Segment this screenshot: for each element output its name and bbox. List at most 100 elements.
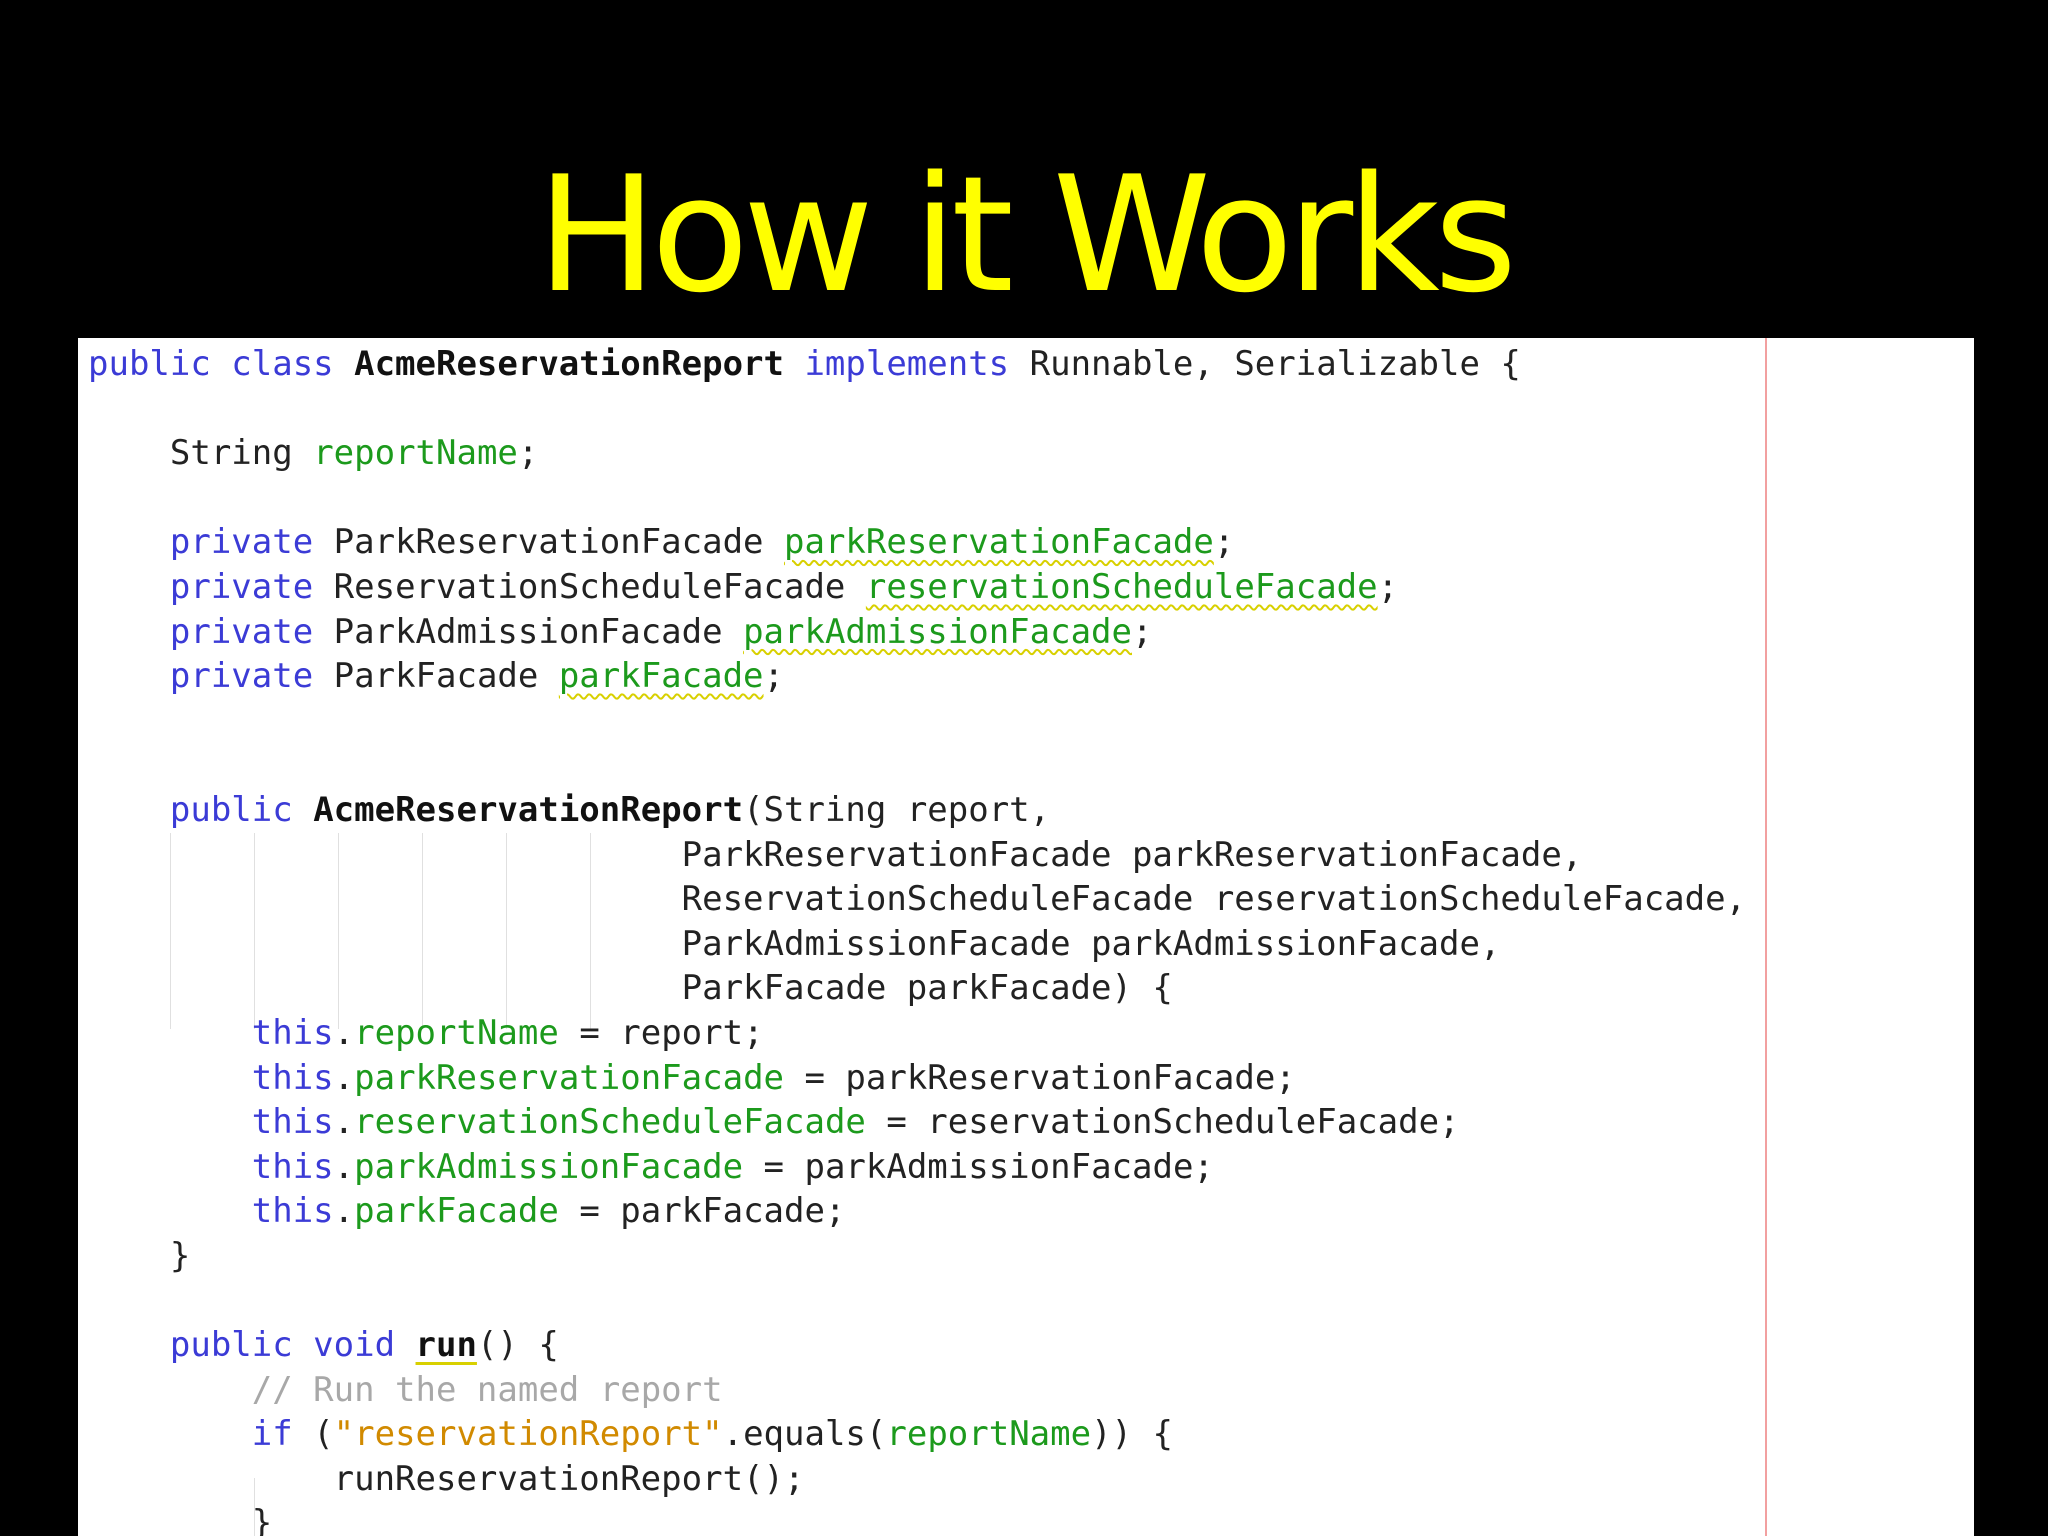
code-text: (String report,: [743, 789, 1051, 830]
code-text: ParkReservationFacade parkReservationFac…: [681, 834, 1583, 875]
indent-guide: [170, 833, 171, 1029]
code-line: private ParkFacade parkFacade;: [88, 654, 1968, 699]
code-text: () {: [476, 1325, 559, 1366]
keyword: this: [251, 1012, 334, 1053]
class-name: AcmeReservationReport: [354, 344, 784, 384]
code-text: ;: [1132, 611, 1153, 652]
keyword: if: [251, 1414, 293, 1455]
code-text: = parkFacade;: [558, 1191, 846, 1232]
field-name: reservationScheduleFacade: [354, 1102, 866, 1143]
field-name: reportName: [313, 433, 518, 474]
code-line: this.parkReservationFacade = parkReserva…: [88, 1056, 1968, 1101]
keyword: public void: [169, 1325, 416, 1366]
keyword: this: [251, 1057, 334, 1098]
code-text: .equals(: [722, 1414, 887, 1455]
field-name-warning: parkAdmissionFacade: [743, 611, 1132, 652]
code-line: this.parkFacade = parkFacade;: [88, 1189, 1968, 1234]
code-text: ;: [1377, 566, 1399, 607]
code-text: ReservationScheduleFacade: [313, 566, 866, 607]
code-comment: // Run the named report: [251, 1369, 723, 1410]
code-text: .: [333, 1012, 355, 1053]
field-name: reportName: [354, 1012, 559, 1053]
code-text: Runnable, Serializable {: [1009, 344, 1521, 384]
code-line: private ReservationScheduleFacade reserv…: [88, 565, 1968, 610]
code-line: this.reservationScheduleFacade = reserva…: [88, 1100, 1968, 1145]
code-text: ReservationScheduleFacade reservationSch…: [681, 879, 1747, 920]
code-text: = parkAdmissionFacade;: [743, 1146, 1214, 1187]
code-text: = reservationScheduleFacade;: [865, 1102, 1460, 1143]
code-line: // Run the named report: [88, 1368, 1968, 1413]
code-text: .: [333, 1191, 355, 1232]
code-line: }: [88, 1234, 1968, 1279]
code-line: public AcmeReservationReport(String repo…: [88, 788, 1968, 833]
keyword: private: [169, 611, 314, 652]
indent-guide: [338, 833, 339, 1029]
keyword: private: [169, 656, 314, 697]
slide-title: How it Works: [536, 141, 1517, 328]
code-line: ParkAdmissionFacade parkAdmissionFacade,: [88, 922, 1968, 967]
code-text: runReservationReport();: [333, 1458, 805, 1499]
code-editor[interactable]: public class AcmeReservationReport imple…: [78, 338, 1974, 1536]
code-text: ParkReservationFacade: [313, 522, 784, 563]
code-text: .: [333, 1057, 355, 1098]
code-line-blank: [88, 699, 1968, 744]
string-literal: "reservationReport": [333, 1414, 723, 1455]
print-margin-line: [1765, 338, 1767, 1536]
code-block: public class AcmeReservationReport imple…: [88, 342, 1968, 1536]
code-line: if ("reservationReport".equals(reportNam…: [88, 1412, 1968, 1457]
code-line: public class AcmeReservationReport imple…: [88, 342, 1968, 387]
indent-guide: [422, 833, 423, 1029]
code-text: }: [169, 1235, 191, 1276]
keyword: this: [251, 1146, 334, 1187]
code-line-blank: [88, 1278, 1968, 1323]
code-text: ;: [763, 656, 785, 697]
indent-guide: [254, 1478, 255, 1536]
code-line: }: [88, 1501, 1968, 1536]
code-line: this.parkAdmissionFacade = parkAdmission…: [88, 1145, 1968, 1190]
code-text: ParkFacade: [313, 656, 559, 697]
field-name-warning: parkFacade: [558, 656, 764, 697]
code-text: = parkReservationFacade;: [784, 1057, 1296, 1098]
field-name-warning: parkReservationFacade: [784, 522, 1214, 563]
code-line: ParkFacade parkFacade) {: [88, 966, 1968, 1011]
keyword: private: [169, 522, 314, 563]
code-text: ParkAdmissionFacade parkAdmissionFacade,: [681, 923, 1501, 964]
code-line: public void run() {: [88, 1323, 1968, 1368]
keyword: implements: [783, 344, 1010, 384]
indent-guide: [590, 833, 591, 1029]
code-text: = report;: [558, 1012, 764, 1053]
code-line: private ParkReservationFacade parkReserv…: [88, 520, 1968, 565]
indent-guide: [506, 833, 507, 1029]
code-line-blank: [88, 743, 1968, 788]
code-text: ParkFacade parkFacade) {: [681, 968, 1173, 1009]
code-line: ParkReservationFacade parkReservationFac…: [88, 833, 1968, 878]
code-text: (: [292, 1414, 334, 1455]
code-line: this.reportName = report;: [88, 1011, 1968, 1056]
keyword: this: [251, 1191, 334, 1232]
code-line: runReservationReport();: [88, 1457, 1968, 1502]
code-line-blank: [88, 387, 1968, 432]
code-line: ReservationScheduleFacade reservationSch…: [88, 877, 1968, 922]
code-text: String: [169, 433, 314, 474]
code-text: ParkAdmissionFacade: [313, 611, 744, 652]
code-text: ;: [1213, 522, 1235, 563]
code-line-blank: [88, 476, 1968, 521]
code-line: String reportName;: [88, 431, 1968, 476]
field-name: reportName: [886, 1414, 1092, 1455]
code-text: ;: [517, 433, 539, 474]
field-name-warning: reservationScheduleFacade: [865, 566, 1378, 607]
code-text: .: [333, 1102, 355, 1143]
keyword: public: [169, 789, 314, 830]
keyword: private: [169, 566, 314, 607]
code-line: private ParkAdmissionFacade parkAdmissio…: [88, 610, 1968, 655]
method-name: run: [415, 1325, 477, 1366]
code-text: )) {: [1091, 1414, 1173, 1455]
indent-guide: [254, 833, 255, 1029]
keyword: this: [251, 1102, 334, 1143]
field-name: parkReservationFacade: [354, 1057, 785, 1098]
code-text: .: [333, 1146, 355, 1187]
field-name: parkFacade: [354, 1191, 559, 1232]
field-name: parkAdmissionFacade: [354, 1146, 744, 1187]
code-text: }: [251, 1503, 273, 1536]
